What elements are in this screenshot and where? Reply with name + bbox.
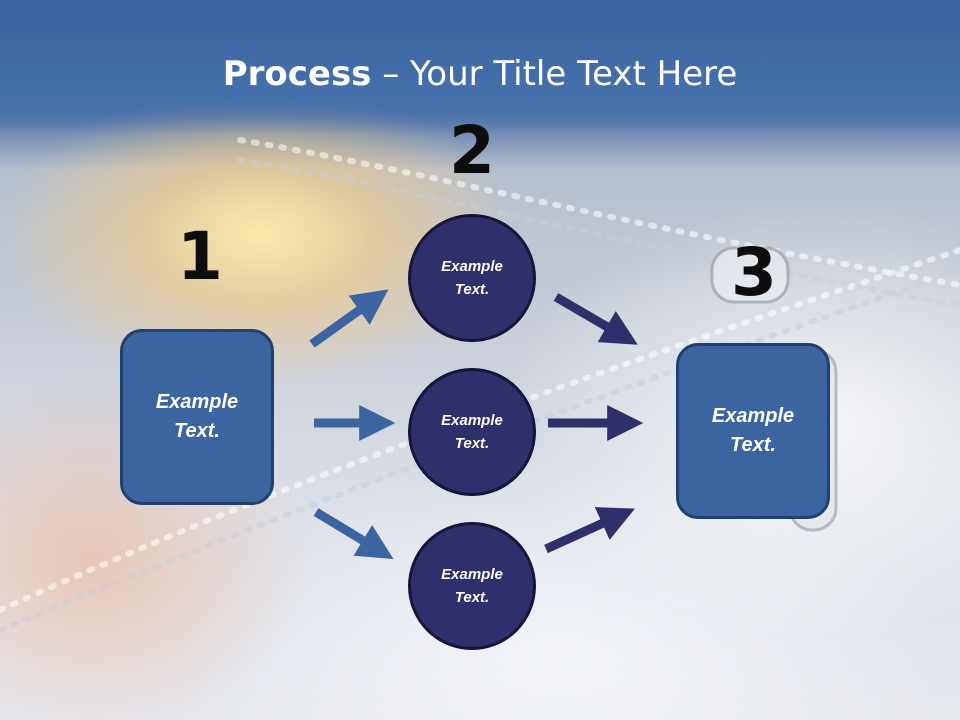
arrow-to-top-circle	[309, 289, 389, 348]
step1-box: Example Text.	[120, 329, 274, 505]
step3-text: Example Text.	[711, 405, 795, 456]
step-number-2: 2	[449, 112, 495, 189]
circle-top: Example Text.	[408, 214, 536, 342]
circle-middle-text: Example Text.	[441, 412, 503, 452]
page-title: Process – Your Title Text Here	[0, 52, 960, 96]
circle-bottom-text: Example Text.	[441, 566, 503, 606]
step-number-1: 1	[177, 218, 223, 295]
circle-bottom: Example Text.	[408, 522, 536, 650]
arrow-top-to-step3	[553, 293, 638, 345]
step1-text: Example Text.	[155, 391, 239, 442]
title-rest: – Your Title Text Here	[371, 54, 738, 94]
title-bold: Process	[222, 54, 372, 94]
arrow-to-bottom-circle	[313, 508, 394, 560]
arrow-bottom-to-step3	[544, 507, 635, 554]
step-number-3: 3	[731, 234, 777, 311]
title-bar	[0, 0, 960, 135]
circle-middle: Example Text.	[408, 368, 536, 496]
circle-top-text: Example Text.	[441, 258, 503, 298]
step3-box: Example Text.	[676, 343, 830, 519]
